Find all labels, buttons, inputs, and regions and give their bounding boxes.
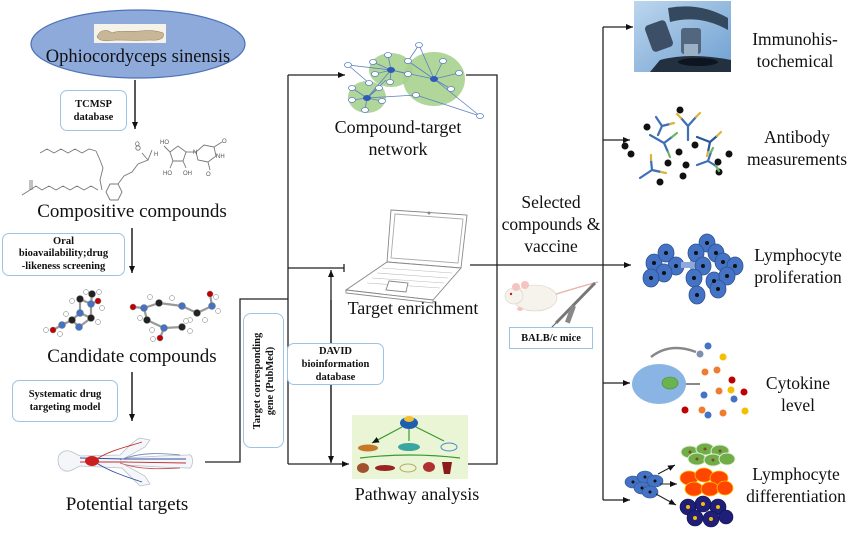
- cytokine-image: [632, 342, 749, 419]
- box-line: Oral: [53, 235, 74, 247]
- svg-text:NH: NH: [216, 154, 225, 160]
- david-database-box: DAVID bioinformation database: [287, 343, 384, 385]
- svg-text:OH: OH: [183, 171, 192, 177]
- label-line: compounds &: [501, 214, 601, 234]
- label-line: Lymphocyte: [752, 464, 840, 484]
- source-title: Ophiocordyceps sinensis: [45, 47, 231, 67]
- svg-text:H: H: [154, 152, 158, 158]
- svg-text:HO: HO: [160, 140, 169, 146]
- antibody-y-5: [695, 146, 721, 173]
- box-line: Systematic drug: [28, 389, 102, 400]
- selected-compounds-label: Selected compounds & vaccine: [500, 191, 602, 257]
- compositive-compounds-label: Compositive compounds: [37, 201, 227, 222]
- label-line: Antibody: [763, 127, 831, 147]
- laptop-image: [344, 209, 468, 304]
- box-line: gene (PubMed): [264, 346, 276, 415]
- microscope-image: [634, 1, 731, 72]
- antibody-image: [621, 106, 733, 186]
- antibody-y-3: [695, 130, 723, 158]
- network-pathway-bracket: [466, 74, 498, 465]
- antibody-y-6: [654, 115, 676, 137]
- label-line: network: [368, 139, 428, 159]
- network-label: Compound-target network: [318, 116, 478, 160]
- box-line: DAVID: [318, 345, 353, 357]
- pathway-analysis-image: [352, 415, 468, 479]
- svg-text:N: N: [193, 150, 197, 156]
- outcome-proliferation: Lymphocyte proliferation: [748, 244, 848, 288]
- balbc-mice-box: BALB/c mice: [509, 327, 593, 349]
- lymphocyte-differentiation-image: [624, 442, 736, 528]
- outcome-immunohistochemical: Immunohis- tochemical: [740, 28, 850, 72]
- svg-text:O: O: [222, 139, 227, 145]
- label-line: tochemical: [756, 51, 834, 71]
- box-line: Target corresponding: [251, 332, 263, 429]
- label-line: Compound-target: [334, 117, 462, 137]
- left-flow-arrows: [129, 80, 138, 421]
- box-line: targeting model: [29, 402, 101, 413]
- box-line: TCMSP: [75, 98, 112, 110]
- box-line: -likeness screening: [21, 260, 106, 272]
- outcome-differentiation: Lymphocyte differentiation: [742, 463, 850, 507]
- compound-target-network-image: [344, 42, 484, 119]
- candidate-molecules-image: [43, 289, 221, 342]
- outcome-antibody: Antibody measurements: [744, 126, 850, 170]
- svg-text:O: O: [135, 142, 140, 148]
- box-line: bioavailability;drug: [18, 248, 109, 260]
- human-body-image: [57, 437, 193, 487]
- label-line: vaccine: [524, 236, 578, 256]
- target-gene-text: Target corresponding gene (PubMed): [251, 332, 277, 429]
- potential-targets-label: Potential targets: [65, 494, 189, 515]
- label-line: Lymphocyte: [754, 245, 842, 265]
- mouse-injection-image: [504, 281, 599, 329]
- source-ellipse: [30, 9, 246, 79]
- box-line: database: [315, 371, 356, 383]
- compound-structures-image: [21, 141, 223, 201]
- box-line: database: [73, 111, 114, 123]
- box-line: bioinformation: [301, 358, 370, 370]
- antibody-y-1: [675, 111, 702, 142]
- antibody-y-4: [638, 153, 668, 180]
- label-line: differentiation: [746, 486, 846, 506]
- outcome-cytokine: Cytokine level: [748, 372, 848, 416]
- target-gene-pubmed-box: Target corresponding gene (PubMed): [243, 313, 284, 448]
- label-line: level: [780, 395, 815, 415]
- targets-to-gene-connector: [205, 298, 288, 463]
- systematic-targeting-box: Systematic drug targeting model: [12, 380, 118, 422]
- label-line: proliferation: [754, 267, 842, 287]
- svg-text:O: O: [206, 172, 211, 178]
- oral-bioavailability-box: Oral bioavailability;drug -likeness scre…: [2, 233, 125, 276]
- pathway-analysis-label: Pathway analysis: [354, 484, 480, 504]
- middle-connectors: [205, 24, 633, 503]
- svg-text:HO: HO: [163, 171, 172, 177]
- label-line: Selected: [521, 192, 581, 212]
- label-line: Cytokine: [765, 373, 831, 393]
- antibody-y-2: [648, 131, 679, 159]
- ophiocordyceps-image: [94, 24, 166, 43]
- label-line: measurements: [746, 149, 848, 169]
- tcmsp-database-box: TCMSP database: [60, 90, 127, 131]
- target-enrichment-label: Target enrichment: [347, 298, 479, 318]
- label-line: Immunohis-: [752, 29, 838, 49]
- candidate-compounds-label: Candidate compounds: [47, 346, 217, 367]
- lymphocyte-proliferation-image: [642, 233, 744, 305]
